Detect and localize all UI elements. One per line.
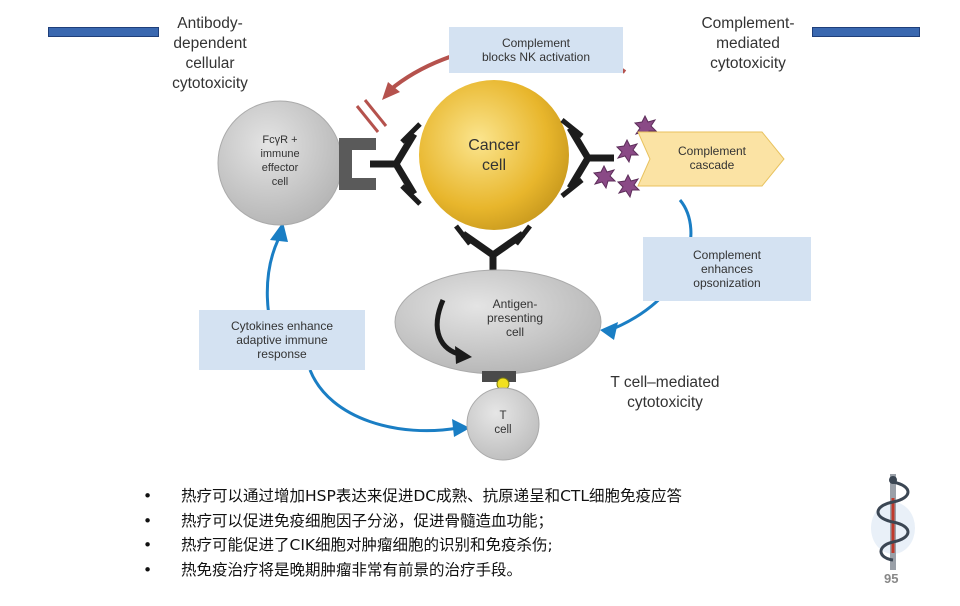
cytokines-box: Cytokines enhance adaptive immune respon… — [199, 310, 365, 370]
fc-receptor-icon — [339, 138, 376, 190]
antibody-icon — [560, 118, 614, 198]
list-item: •热疗可以促进免疫细胞因子分泌，促进骨髓造血功能； — [143, 509, 682, 534]
bullet-dot: • — [143, 560, 153, 579]
header-bar-left — [48, 27, 159, 37]
bullet-dot: • — [143, 511, 153, 530]
header-bar-right — [812, 27, 920, 37]
immune-mechanisms-diagram — [217, 41, 785, 461]
complement-opsonization-box: Complement enhances opsonization — [643, 237, 811, 301]
blue-arrow-apc-to-tcell — [308, 369, 470, 437]
antibody-icon — [454, 224, 532, 284]
bullet-dot: • — [143, 536, 153, 554]
complement-cascade-label: Complement cascade — [677, 144, 747, 172]
adcc-heading: Antibody- dependent cellular cytotoxicit… — [172, 15, 248, 92]
staff-of-asclepius-icon — [871, 474, 915, 570]
t-cell-label: T cell — [494, 410, 512, 436]
block-mark-icon — [355, 99, 388, 133]
complement-blocks-nk-box: Complement blocks NK activation — [449, 27, 623, 73]
cancer-cell — [419, 80, 569, 230]
mhc-receptor-icon — [482, 371, 516, 382]
apc-label: Antigen- presenting cell — [486, 297, 544, 339]
cmc-heading: Complement- mediated cytotoxicity — [701, 15, 795, 72]
list-item: •热疗可能促进了CIK细胞对肿瘤细胞的识别和免疫杀伤; — [143, 533, 682, 558]
t-cell — [466, 387, 540, 461]
antibody-icon — [370, 122, 422, 206]
list-item: •热免疫治疗将是晚期肿瘤非常有前景的治疗手段。 — [143, 558, 682, 583]
list-item: •热疗可以通过增加HSP表达来促进DC成熟、抗原递呈和CTL细胞免疫应答 — [143, 484, 682, 509]
page-number: 95 — [884, 571, 899, 586]
bullet-dot: • — [143, 487, 153, 505]
internalization-arrow-icon — [434, 299, 472, 364]
effector-cell-label: FcγR + immune effector cell — [260, 134, 300, 188]
tcell-mediated-heading: T cell–mediated cytotoxicity — [610, 374, 720, 411]
complement-cascade-shape — [637, 131, 785, 187]
bullet-list: •热疗可以通过增加HSP表达来促进DC成熟、抗原递呈和CTL细胞免疫应答 •热疗… — [143, 484, 682, 582]
cancer-cell-label: Cancer cell — [468, 137, 520, 174]
